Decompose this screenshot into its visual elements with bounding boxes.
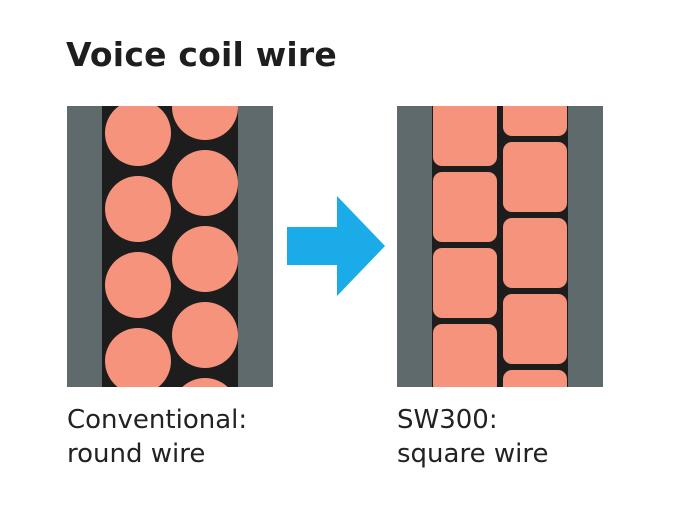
coil-former-left (397, 106, 432, 387)
square-wire-strand (503, 218, 567, 288)
coil-former-left (67, 106, 102, 387)
caption-conventional: Conventional: round wire (67, 403, 247, 471)
round-wire-stack (105, 106, 238, 387)
square-wire-strand (503, 142, 567, 212)
right-arrow-icon (287, 196, 385, 296)
round-wire-strand (105, 252, 171, 318)
page-title: Voice coil wire (66, 35, 337, 74)
square-wire-stack (433, 106, 567, 387)
square-wire-strand (433, 248, 497, 318)
coil-former-right (238, 106, 273, 387)
round-wire-strand (172, 106, 238, 140)
round-wire-cross-section (67, 106, 273, 387)
square-wire-strand (503, 106, 567, 136)
round-wire-strand (105, 328, 171, 387)
round-wire-strand (172, 302, 238, 368)
round-wire-strand (182, 378, 228, 387)
round-wire-strand (105, 106, 171, 166)
square-wire-strand (503, 294, 567, 364)
caption-conventional-line2: round wire (67, 439, 206, 469)
square-wire-cross-section (397, 106, 603, 387)
caption-sw300-line2: square wire (397, 439, 549, 469)
round-wire-strand (172, 150, 238, 216)
coil-former-right (568, 106, 603, 387)
square-wire-strand (503, 370, 567, 387)
square-wire-strand (433, 172, 497, 242)
caption-sw300: SW300: square wire (397, 403, 548, 471)
round-wire-strand (105, 176, 171, 242)
square-wire-strand (433, 106, 497, 166)
square-wire-strand (433, 324, 497, 387)
caption-conventional-line1: Conventional: (67, 405, 248, 435)
round-wire-strand (172, 226, 238, 292)
caption-sw300-line1: SW300: (397, 405, 498, 435)
